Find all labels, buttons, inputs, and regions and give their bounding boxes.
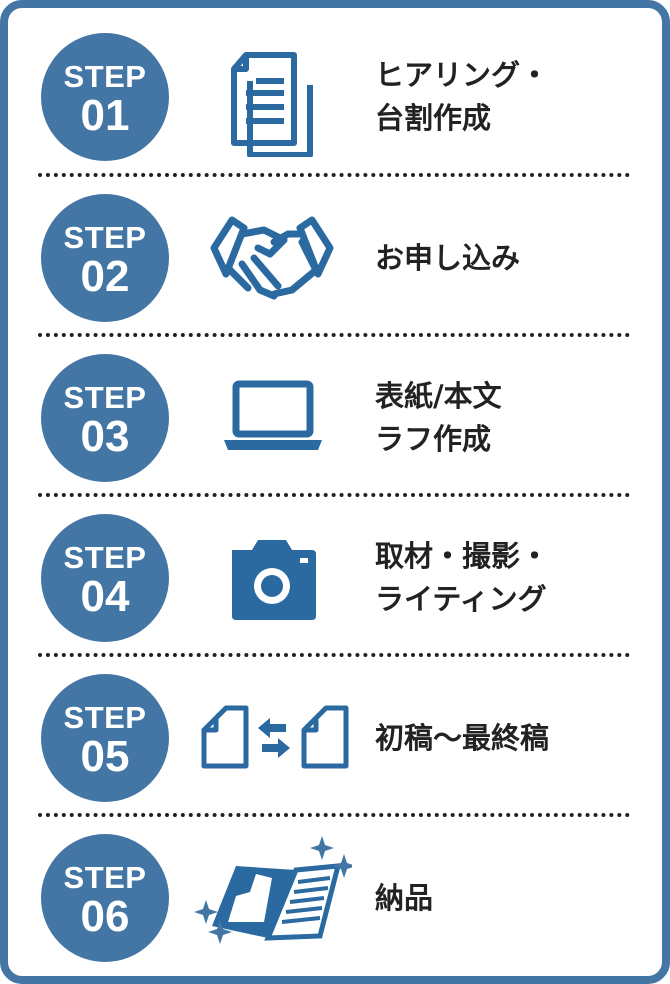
divider: [38, 653, 630, 657]
step-number: 02: [80, 252, 130, 301]
step-title: 納品: [375, 880, 434, 915]
step-number: 06: [80, 892, 130, 941]
step-label: STEP: [63, 700, 147, 735]
divider: [38, 333, 630, 337]
documents-icon: [231, 52, 313, 157]
step-number: 04: [80, 572, 130, 621]
step-number: 05: [80, 732, 130, 781]
file-exchange-icon: [201, 705, 349, 769]
step-title: 取材・撮影・ ライティング: [375, 539, 550, 616]
step-label: STEP: [63, 860, 147, 895]
step-label: STEP: [63, 59, 147, 94]
laptop-icon: [224, 380, 322, 450]
divider: [38, 493, 630, 497]
step-title: お申し込み: [375, 240, 521, 275]
brochure-sparkle-icon: [194, 836, 352, 944]
step-title: 初稿〜最終稿: [375, 720, 550, 755]
step-label: STEP: [63, 380, 147, 415]
step-number: 03: [80, 412, 130, 461]
step-label: STEP: [63, 540, 147, 575]
step-number: 01: [80, 91, 130, 140]
divider: [38, 813, 630, 817]
step-label: STEP: [63, 220, 147, 255]
handshake-icon: [210, 216, 334, 300]
camera-icon: [232, 540, 316, 620]
step-title: ヒアリング・ 台割作成: [375, 58, 550, 135]
step-title: 表紙/本文 ラフ作成: [375, 379, 502, 456]
divider: [38, 173, 630, 177]
